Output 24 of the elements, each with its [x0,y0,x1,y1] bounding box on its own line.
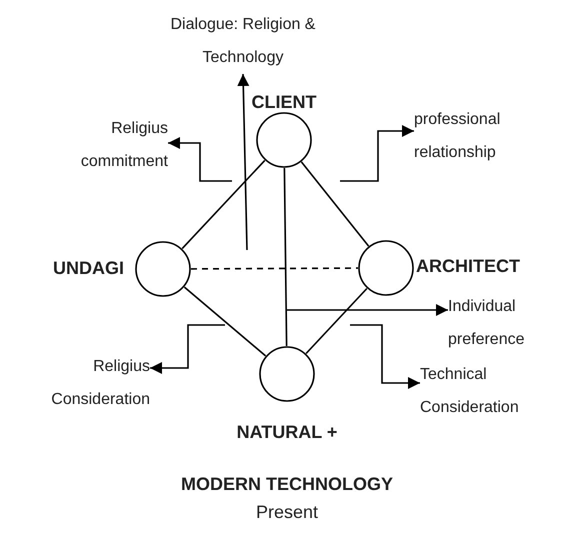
annotation-text: Individual preference [448,290,558,356]
annotation-text: Dialogue: Religion & Technology [143,8,343,74]
node-title: ARCHITECT [416,256,520,277]
connector-line [300,161,370,247]
annotation-text: Religius Consideration [0,350,150,416]
annotation-text: professional relationship [414,103,554,169]
arrow [287,304,448,316]
connector-line [284,168,288,346]
annotation-text: Technical Consideration [420,358,560,424]
annotation-text: Religius commitment [38,112,168,178]
connector-line [191,267,358,270]
period-label: Present [256,502,318,523]
connector-line [306,288,368,354]
arrow [168,137,232,182]
connector-line [184,286,266,357]
node-title: CLIENT [252,92,316,113]
node-title: UNDAGI [53,258,124,279]
arrow [150,324,225,374]
arrow [340,125,414,182]
node-title: MODERN TECHNOLOGY [181,474,393,495]
arrow [237,74,250,250]
connector-line [182,160,266,250]
node-title: NATURAL + [236,422,338,443]
arrow [350,324,420,389]
